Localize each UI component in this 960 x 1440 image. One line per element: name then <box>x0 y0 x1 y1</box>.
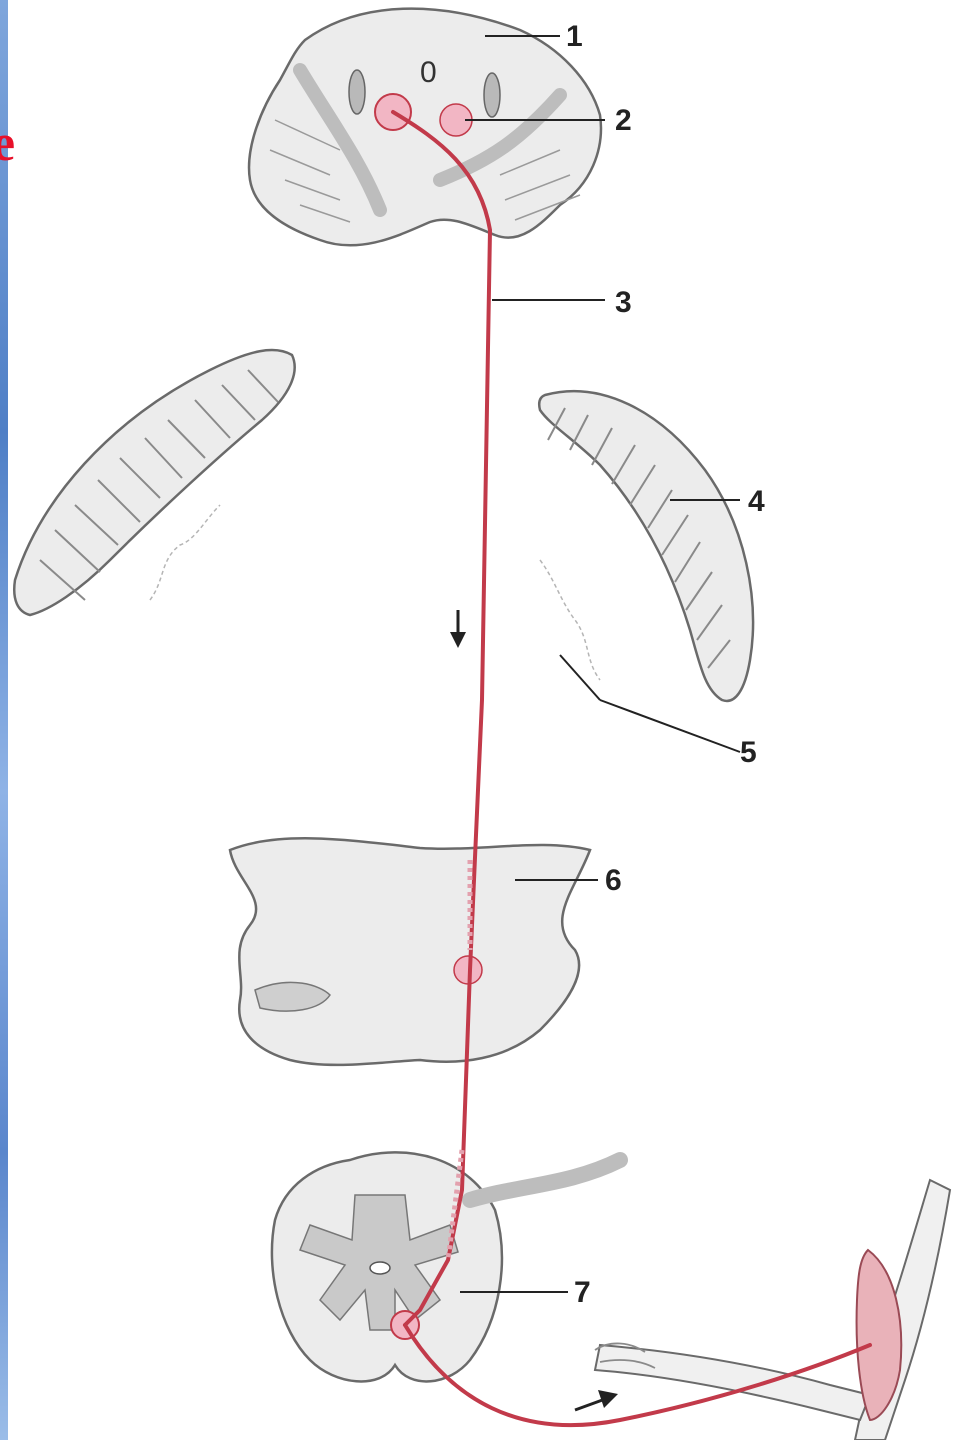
cerebellum-left <box>14 350 294 615</box>
cerebellum-right <box>539 391 753 701</box>
descending-pathway <box>393 112 490 1325</box>
label-7: 7 <box>574 1278 591 1308</box>
leader-5 <box>560 655 600 700</box>
midbrain-section <box>249 9 601 246</box>
cerebellum-right-fibers <box>540 560 600 680</box>
spinal-root <box>470 1160 620 1200</box>
leader-5b <box>600 700 740 752</box>
label-4: 4 <box>748 487 765 517</box>
label-5: 5 <box>740 738 757 768</box>
medulla-outline <box>230 838 590 1065</box>
arrow-down-icon <box>450 610 466 648</box>
zero-marker: 0 <box>420 58 437 88</box>
label-3: 3 <box>615 288 632 318</box>
bone-lower <box>595 1345 870 1420</box>
arrow-right-icon <box>575 1390 618 1410</box>
label-2: 2 <box>615 106 632 136</box>
label-1: 1 <box>566 22 583 52</box>
medulla-section <box>230 838 590 1065</box>
spinal-central-canal <box>370 1262 390 1274</box>
label-6: 6 <box>605 866 622 896</box>
midbrain-nucleus-left <box>349 70 365 114</box>
limb-muscle <box>595 1180 950 1440</box>
cerebellum-right-outline <box>539 391 753 701</box>
midbrain-outline <box>249 9 601 246</box>
midbrain-nucleus-right <box>484 73 500 117</box>
cerebellum-left-fibers <box>150 505 220 600</box>
